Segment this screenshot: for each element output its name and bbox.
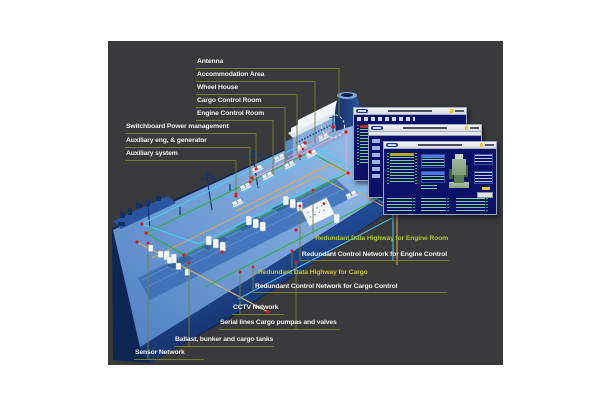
hmi-titlebar [369, 125, 481, 132]
label-wheel-house: Wheel House [197, 84, 239, 91]
hmi-title-text [418, 144, 462, 146]
samsung-logo-icon [371, 126, 383, 130]
label-cctv-network: CCTV Network [233, 304, 279, 311]
value-box [474, 154, 493, 165]
hmi-title-text [403, 127, 447, 129]
hmi-body [384, 149, 496, 214]
label-auxiliary-system: Auxiliary system [126, 150, 178, 157]
hmi-window-front [383, 141, 497, 215]
samsung-logo-icon [356, 109, 368, 113]
alarm-list [387, 153, 417, 184]
label-serial-lines: Serial lines Cargo pumpas and valves [220, 319, 337, 326]
label-engine-control-room: Engine Control Room [197, 110, 265, 117]
menu-strip [369, 132, 481, 136]
label-sensor-network: Sensor Network [135, 349, 185, 356]
bottom-status-group [421, 198, 449, 211]
hmi-title-text [388, 110, 432, 112]
value-box [421, 154, 445, 168]
forecastle-deck [113, 196, 176, 229]
label-engine-control-network: Redundant Control Network for Engine Con… [301, 251, 447, 258]
label-engine-data-highway: Redundant Data Highway for Engine Room [315, 235, 448, 242]
alarm-indicator-icon [479, 143, 483, 147]
label-cargo-control-room: Cargo Control Room [197, 97, 262, 104]
samsung-logo-icon [386, 143, 398, 147]
label-switchboard-power: Switchboard Power management [126, 123, 229, 130]
value-box [474, 171, 493, 184]
value-box [421, 171, 445, 183]
yellow-button [482, 187, 490, 190]
label-antenna: Antenna [197, 58, 224, 65]
titlebar-status-text [470, 127, 479, 129]
label-auxiliary-generator: Auxiliary eng, & generator [126, 137, 207, 144]
label-cargo-data-highway: Redundant Data Highway for Cargo [258, 269, 368, 276]
titlebar-status-text [485, 144, 494, 146]
bottom-status-group [456, 198, 488, 211]
toolbar-icons [357, 117, 415, 121]
engine-diagram [446, 153, 472, 189]
label-accommodation-area: Accommodation Area [197, 71, 265, 78]
hmi-titlebar [354, 108, 466, 115]
titlebar-status-text [455, 110, 464, 112]
hmi-titlebar [384, 142, 496, 149]
alarm-indicator-icon [464, 126, 468, 130]
label-ballast-tanks: Ballast, bunker and cargo tanks [175, 336, 274, 343]
setpoint-rows [421, 185, 437, 191]
bottom-status-group [387, 198, 415, 211]
label-cargo-control-network: Redundant Control Network for Cargo Cont… [255, 283, 398, 290]
input-readout [477, 192, 493, 198]
alarm-indicator-icon [449, 109, 453, 113]
nav-icon-column [372, 139, 380, 179]
